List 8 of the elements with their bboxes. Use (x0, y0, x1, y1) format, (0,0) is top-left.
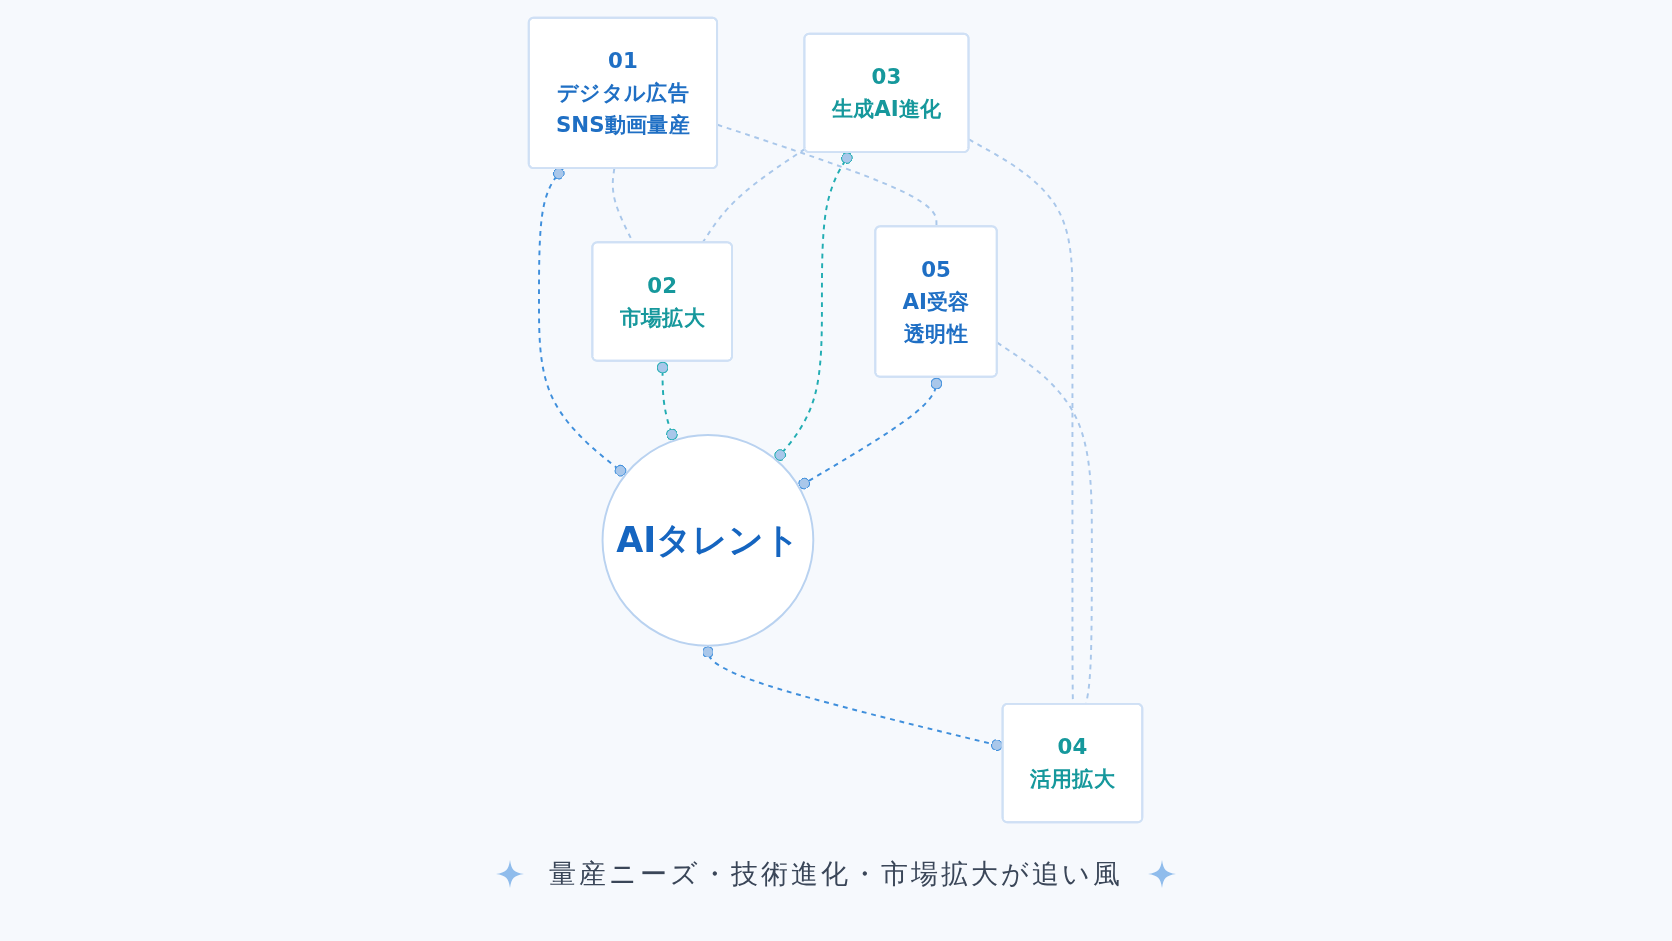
connector (702, 147, 807, 244)
connector (717, 123, 938, 228)
node-circle: AIタレント (602, 433, 815, 647)
connector (538, 167, 627, 477)
caption: 量産ニーズ・技術進化・市場拡大が追い風 (549, 857, 1123, 891)
connector (657, 360, 679, 442)
connector (774, 151, 854, 461)
connector (798, 376, 943, 490)
